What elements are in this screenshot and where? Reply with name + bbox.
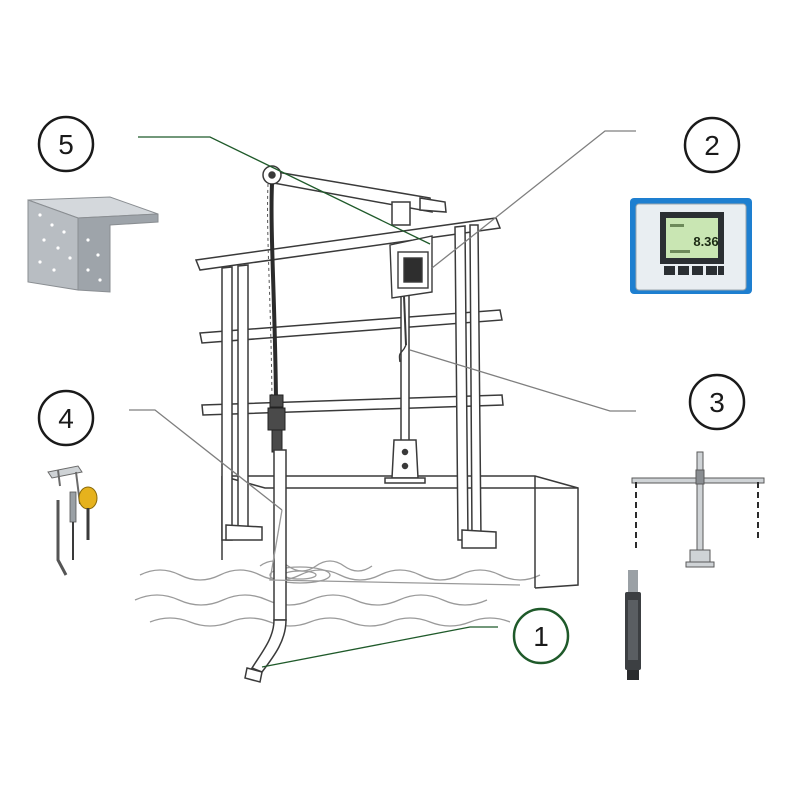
transmitter-display-value: 8.36 — [693, 234, 718, 249]
callout-3: 3 — [688, 373, 746, 431]
callout-3-label: 3 — [709, 387, 725, 418]
mounted-transmitter — [389, 235, 433, 363]
probe-sensor-icon — [625, 570, 641, 680]
transmitter-icon: 8.36 — [630, 198, 752, 294]
callout-1-label: 1 — [533, 621, 549, 652]
sensor-cable — [269, 183, 278, 401]
callout-5: 5 — [37, 115, 95, 173]
holder-arm — [262, 165, 447, 226]
immersion-pipe — [244, 449, 287, 683]
callout-2-label: 2 — [704, 130, 720, 161]
callout-2: 2 — [683, 116, 741, 174]
callout-5-label: 5 — [58, 129, 74, 160]
water-surface — [134, 560, 541, 627]
callout-1: 1 — [512, 607, 570, 665]
leader-lines — [129, 130, 636, 668]
callout-4: 4 — [37, 389, 95, 447]
callout-4-label: 4 — [58, 403, 74, 434]
railing — [194, 217, 504, 549]
cable-gland — [267, 394, 286, 453]
sensor-probe-icon — [47, 465, 98, 576]
weather-shield-icon — [27, 196, 159, 293]
chain-holder-icon — [631, 451, 765, 568]
